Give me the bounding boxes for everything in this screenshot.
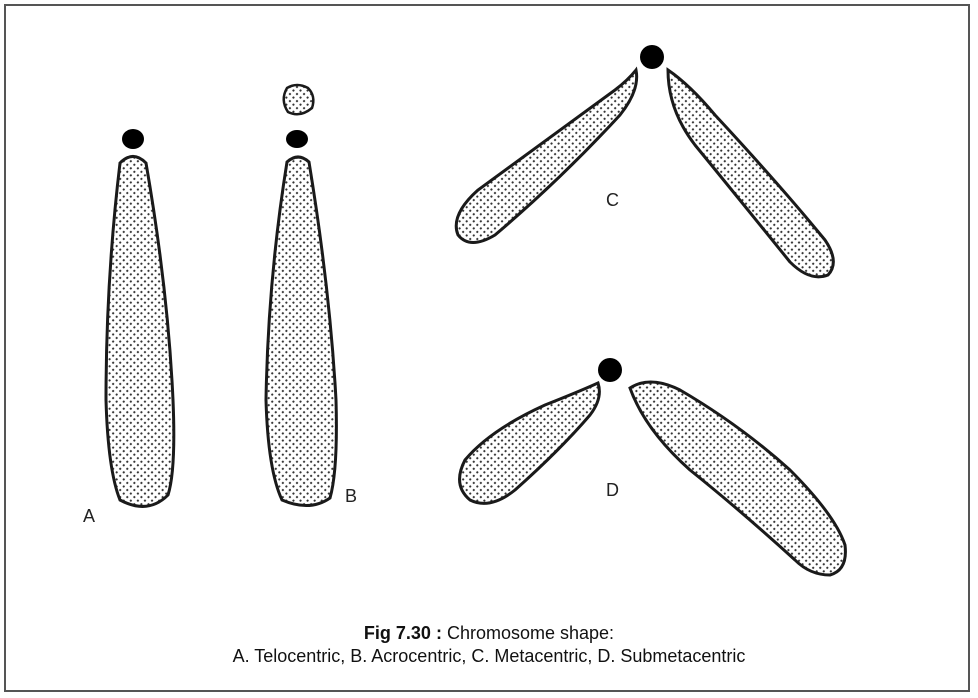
arm-c-left (456, 70, 636, 243)
label-b: B (345, 486, 357, 506)
arm-d-long (630, 382, 845, 575)
figure-title: Chromosome shape: (447, 623, 614, 643)
arm-a (106, 157, 174, 507)
satellite-b (284, 85, 314, 114)
label-d: D (606, 480, 619, 500)
figure-legend: A. Telocentric, B. Acrocentric, C. Metac… (0, 645, 978, 668)
centromere-d (598, 358, 622, 382)
centromere-b (286, 130, 308, 148)
label-a: A (83, 506, 95, 526)
arm-c-right (668, 70, 833, 277)
figure-number: Fig 7.30 : (364, 623, 442, 643)
arm-b (266, 157, 336, 506)
chromosome-d-submetacentric (460, 358, 846, 575)
chromosome-b-acrocentric (266, 85, 336, 506)
figure-caption: Fig 7.30 : Chromosome shape: A. Telocent… (0, 622, 978, 668)
chromosome-c-metacentric (456, 45, 833, 277)
arm-d-short (460, 383, 600, 503)
label-c: C (606, 190, 619, 210)
centromere-a (122, 129, 144, 149)
caption-title-line: Fig 7.30 : Chromosome shape: (0, 622, 978, 645)
chromosome-a-telocentric (106, 129, 174, 506)
centromere-c (640, 45, 664, 69)
